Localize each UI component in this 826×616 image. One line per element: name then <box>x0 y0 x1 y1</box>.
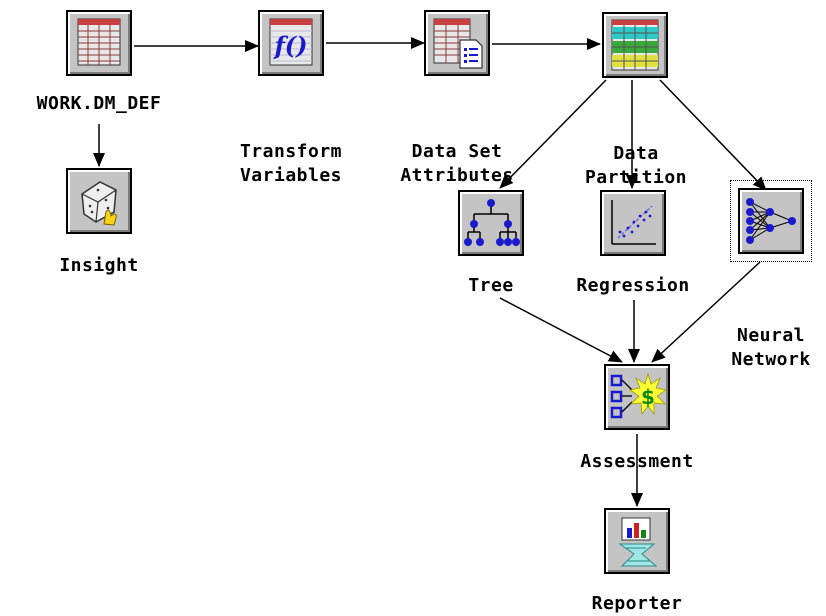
label-reporter: Reporter <box>591 593 683 614</box>
node-insight[interactable] <box>66 168 132 234</box>
node-data-set-attributes[interactable] <box>424 10 490 76</box>
label-insight: Insight <box>59 255 139 276</box>
partition-icon <box>611 19 659 71</box>
node-data-partition[interactable] <box>602 12 668 78</box>
insight-icon <box>81 181 117 226</box>
function-icon: f() <box>269 18 313 66</box>
node-assessment[interactable]: $ <box>604 364 670 430</box>
label-work-dm-def: WORK.DM_DEF <box>36 93 162 114</box>
label-assessment: Assessment <box>580 451 694 472</box>
arrow-partition-to-tree <box>499 79 607 189</box>
neural-network-icon <box>746 198 796 244</box>
svg-text:$: $ <box>641 385 655 409</box>
node-regression[interactable] <box>600 190 666 256</box>
node-reporter[interactable] <box>604 508 670 574</box>
arrow-tree-to-assessment <box>499 297 623 363</box>
node-tree[interactable] <box>458 190 524 256</box>
svg-text:f(): f() <box>272 31 307 60</box>
tree-icon <box>464 199 520 246</box>
node-work-dm-def[interactable] <box>66 10 132 76</box>
data-attributes-icon <box>433 18 483 69</box>
node-transform-variables[interactable]: f() <box>258 10 324 76</box>
assessment-icon: $ <box>610 372 668 419</box>
node-neural-network[interactable] <box>738 188 804 254</box>
label-regression: Regression <box>576 275 690 296</box>
reporter-icon <box>618 517 658 567</box>
arrow-neural-to-assessment <box>651 261 761 363</box>
data-table-icon <box>77 18 121 66</box>
label-tree: Tree <box>468 275 514 296</box>
regression-icon <box>611 200 656 245</box>
arrow-partition-to-neural <box>659 79 767 191</box>
